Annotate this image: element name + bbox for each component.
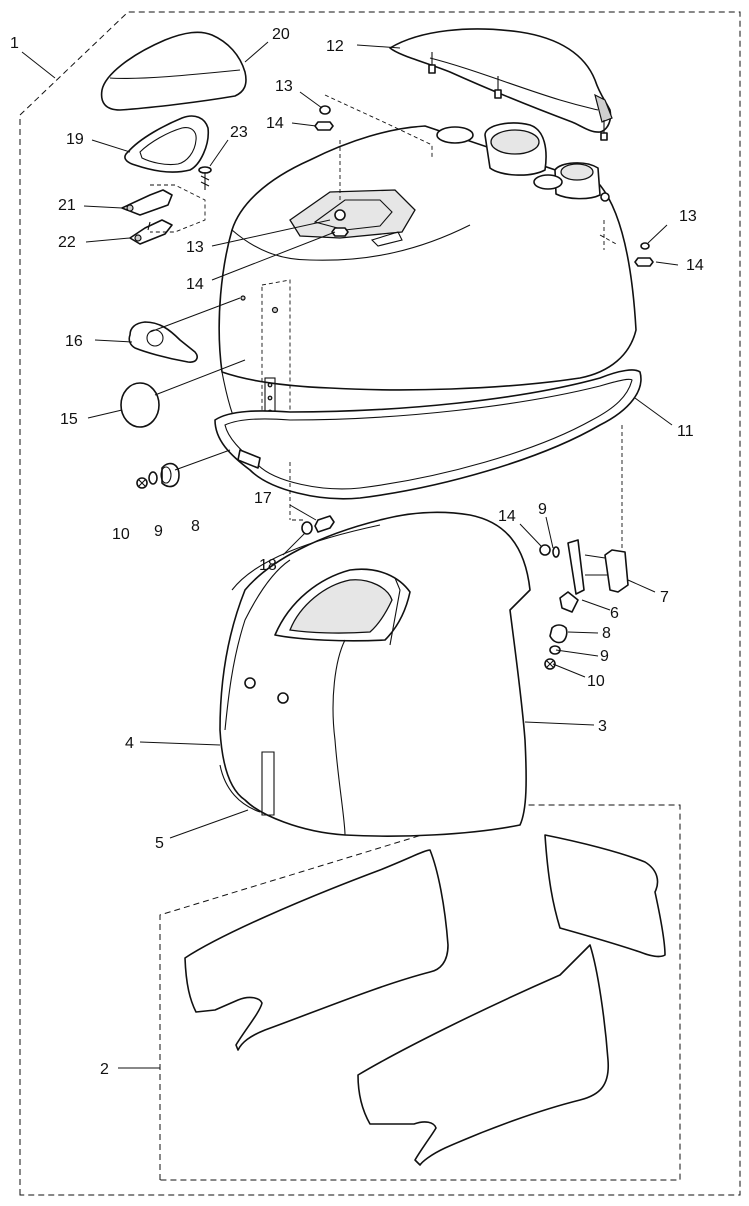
callout-21: 21 bbox=[58, 197, 76, 214]
lower-cowling bbox=[219, 511, 531, 837]
callout-16: 16 bbox=[65, 333, 83, 350]
right-top-hardware bbox=[634, 242, 654, 267]
screw bbox=[198, 166, 212, 190]
right-hardware bbox=[539, 539, 629, 670]
callout-1: 1 bbox=[10, 35, 19, 52]
callout-14-center: 14 bbox=[186, 276, 204, 293]
latch-guide bbox=[150, 184, 206, 233]
trim-piece bbox=[128, 321, 198, 363]
callout-13-right: 13 bbox=[679, 208, 697, 225]
callout-23: 23 bbox=[230, 124, 248, 141]
callout-22: 22 bbox=[58, 234, 76, 251]
callout-14-right: 14 bbox=[686, 257, 704, 274]
callout-8-left: 8 bbox=[191, 518, 200, 535]
callout-10-right: 10 bbox=[587, 673, 605, 690]
callout-3: 3 bbox=[598, 718, 607, 735]
callout-18: 18 bbox=[259, 557, 277, 574]
callout-7: 7 bbox=[660, 589, 669, 606]
callout-13-top: 13 bbox=[275, 78, 293, 95]
callout-8-right: 8 bbox=[602, 625, 611, 642]
decal-right-small bbox=[544, 834, 666, 958]
callout-9-right-bracket: 9 bbox=[538, 501, 547, 518]
callout-10-left: 10 bbox=[112, 526, 130, 543]
top-cover bbox=[389, 28, 613, 141]
pad-gasket bbox=[124, 115, 210, 173]
decal-set-boundary bbox=[159, 804, 681, 1181]
callout-14-right-bracket: 14 bbox=[498, 508, 516, 525]
guide-lines bbox=[289, 94, 623, 552]
callout-12: 12 bbox=[326, 38, 344, 55]
top-hardware bbox=[314, 105, 334, 131]
left-hardware bbox=[136, 462, 180, 489]
callout-15: 15 bbox=[60, 411, 78, 428]
decal-left bbox=[184, 849, 449, 1051]
cowling-grommet bbox=[334, 209, 346, 221]
callout-20: 20 bbox=[272, 26, 290, 43]
callout-17: 17 bbox=[254, 490, 272, 507]
leader-lines bbox=[21, 41, 679, 1069]
decal-bottom bbox=[357, 944, 609, 1166]
latch-bracket bbox=[121, 189, 173, 245]
callout-2: 2 bbox=[100, 1061, 109, 1078]
callout-6: 6 bbox=[610, 605, 619, 622]
cap-disc bbox=[120, 382, 160, 428]
callout-13-center: 13 bbox=[186, 239, 204, 256]
callout-4: 4 bbox=[125, 735, 134, 752]
cowl-bolt bbox=[301, 515, 335, 535]
callout-9-left: 9 bbox=[154, 523, 163, 540]
callout-9-right: 9 bbox=[600, 648, 609, 665]
assembly-boundary bbox=[19, 11, 741, 1196]
callout-14-top: 14 bbox=[266, 115, 284, 132]
callout-5: 5 bbox=[155, 835, 164, 852]
callout-19: 19 bbox=[66, 131, 84, 148]
cowling-seal-ring bbox=[214, 369, 642, 500]
cowling-nut bbox=[331, 227, 349, 237]
callout-labels: 1 2 3 4 5 6 7 8 9 10 14 9 11 12 13 14 13… bbox=[10, 26, 704, 1078]
callout-11: 11 bbox=[677, 423, 694, 440]
handle-pad bbox=[100, 31, 247, 111]
